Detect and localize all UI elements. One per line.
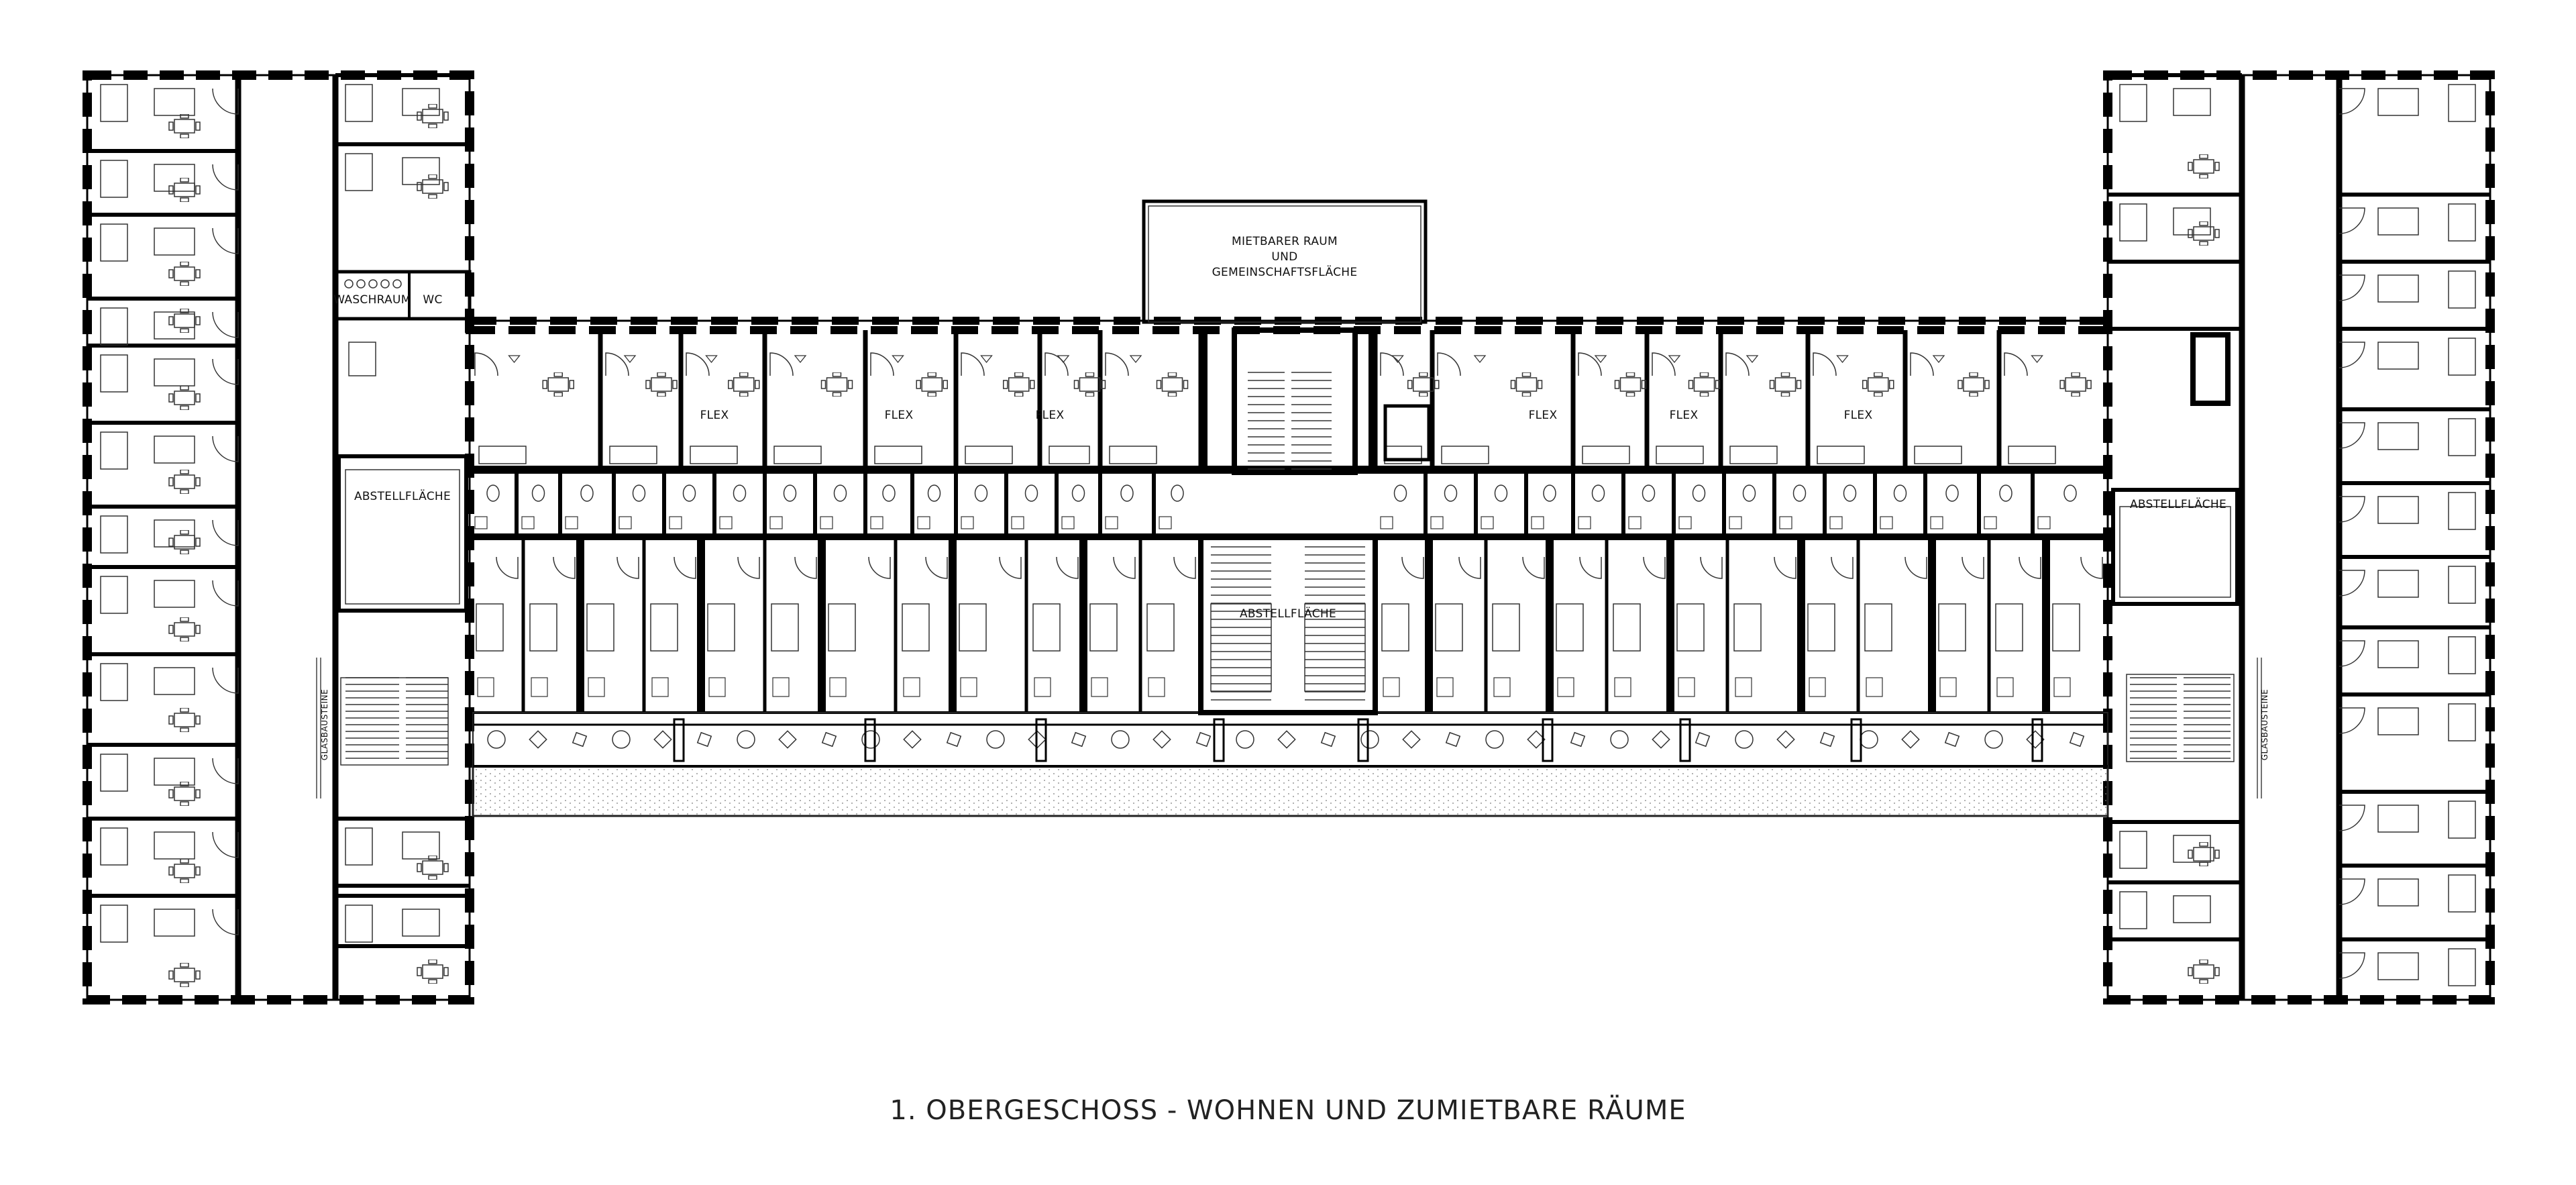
rental-room-label-1: MIETBARER RAUM	[1232, 235, 1338, 248]
right-wing-rooms	[2108, 73, 2490, 986]
flex-label-5: FLEX	[1670, 409, 1699, 422]
flex-label-1: FLEX	[700, 409, 729, 422]
washroom-fixtures	[344, 279, 402, 289]
flex-label-2: FLEX	[885, 409, 914, 422]
wing-stairs	[345, 677, 2231, 759]
rental-room-label-2: UND	[1271, 250, 1297, 264]
balcony-strip	[472, 712, 2108, 767]
storage-label-right: ABSTELLFLÄCHE	[2130, 497, 2226, 511]
washroom-label: WASCHRAUM	[333, 293, 411, 307]
flex-label-4: FLEX	[1529, 409, 1558, 422]
flex-label-6: FLEX	[1844, 409, 1873, 422]
storage-label-left: ABSTELLFLÄCHE	[354, 489, 451, 503]
left-wing	[83, 70, 474, 1004]
wc-label: WC	[423, 293, 442, 307]
lower-row-rooms	[476, 537, 2103, 713]
rental-room-label-3: GEMEINSCHAFTSFLÄCHE	[1212, 265, 1358, 279]
flex-label-3: FLEX	[1036, 409, 1065, 422]
right-wing	[2103, 70, 2495, 1004]
bathroom-row	[474, 470, 2077, 537]
central-stairs	[1211, 372, 1365, 701]
upper-row-rooms	[474, 330, 2092, 470]
plan-caption: 1. OBERGESCHOSS - WOHNEN UND ZUMIETBARE …	[890, 1095, 1686, 1126]
central-block	[466, 199, 2112, 817]
glass-bricks-label-left: GLASBAUSTEINE	[320, 689, 329, 760]
storage-label-center: ABSTELLFLÄCHE	[1240, 607, 1336, 621]
glass-bricks-label-right: GLASBAUSTEINE	[2260, 689, 2269, 760]
left-wing-rooms	[87, 73, 470, 987]
